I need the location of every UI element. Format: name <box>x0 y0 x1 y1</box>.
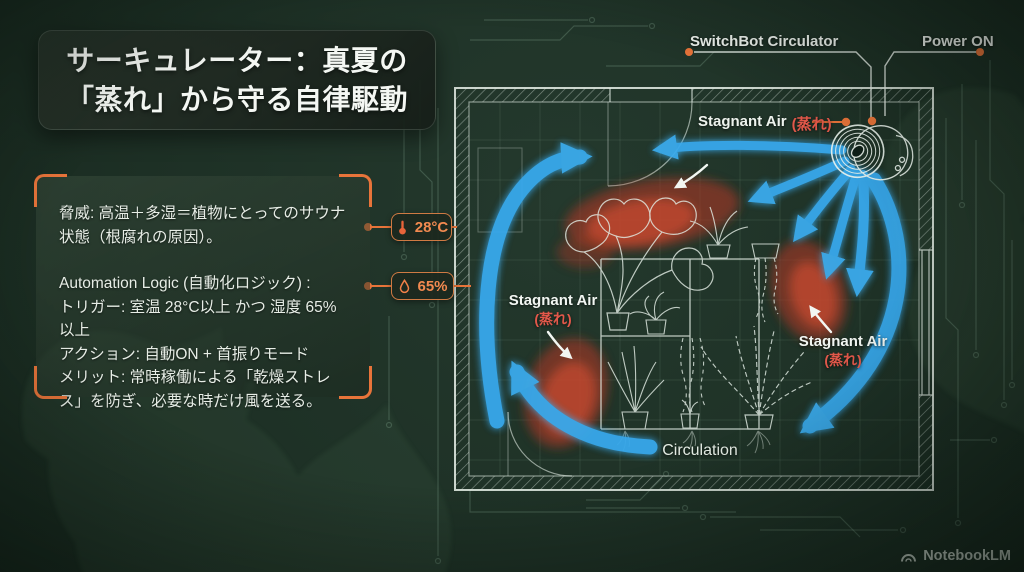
temperature-value: 28°C <box>414 218 449 236</box>
humidity-badge: 65% <box>391 272 454 300</box>
round-leaf-plant <box>629 291 681 335</box>
power-on-label: Power ON <box>922 33 994 50</box>
action-text: アクション: 自動ON + 首振りモード <box>59 345 310 363</box>
notebooklm-logo-icon <box>901 553 917 562</box>
pothos-vines <box>680 337 706 413</box>
logic-heading: Automation Logic (自動化ロジック) : <box>59 275 311 293</box>
stagnant-air-ja-text: (蒸れ) <box>791 116 832 133</box>
stagnant-air-text: Stagnant Air <box>698 113 787 130</box>
info-panel: 脅威: 高温＋多湿＝植物にとってのサウナ状態（根腐れの原因）。 Automati… <box>34 174 372 410</box>
circulation-label: Circulation <box>662 442 738 459</box>
fern-plant <box>700 325 813 430</box>
temperature-badge: 28°C <box>391 213 452 241</box>
stagnant-air-label-left: Stagnant Air (蒸れ) <box>509 292 598 328</box>
panel-corner-bracket <box>339 366 372 399</box>
panel-corner-bracket <box>34 366 67 399</box>
stagnant-air-ja-text: (蒸れ) <box>534 310 572 327</box>
droplet-icon <box>400 278 410 293</box>
airflow-stream <box>652 134 847 160</box>
threat-text: 脅威: 高温＋多湿＝植物にとってのサウナ状態（根腐れの原因）。 <box>59 205 346 246</box>
panel-corner-bracket <box>34 174 67 207</box>
connector-dot <box>841 117 851 127</box>
stagnant-air-ja-text: (蒸れ) <box>824 351 862 368</box>
stagnant-air-label-top: Stagnant Air (蒸れ) <box>698 113 832 134</box>
merit-text: メリット: 常時稼働による「乾燥ストレス」を防ぎ、必要な時だけ風を送る。 <box>59 369 331 410</box>
notebooklm-brand: NotebookLM <box>900 548 1011 564</box>
stagnant-air-text: Stagnant Air <box>798 333 888 350</box>
stagnant-air-label-right: Stagnant Air (蒸れ) <box>799 333 888 369</box>
trigger-text: トリガー: 室温 28°C以上 かつ 湿度 65%以上 <box>59 298 337 340</box>
panel-corner-bracket <box>339 174 372 207</box>
brand-text: NotebookLM <box>923 548 1011 564</box>
title-box: サーキュレーター：真夏の 「蒸れ」から守る自律駆動 <box>38 30 436 130</box>
connector-dot <box>867 116 877 126</box>
stagnant-air-text: Stagnant Air <box>508 292 598 309</box>
page-title-line2: 「蒸れ」から守る自律駆動 <box>65 84 408 115</box>
airflow-stream <box>845 170 874 298</box>
switchbot-circulator-label: SwitchBot Circulator <box>690 33 839 50</box>
humidity-value: 65% <box>417 277 448 295</box>
thermometer-icon <box>398 220 406 234</box>
page-title-line1: サーキュレーター：真夏の <box>66 44 408 76</box>
spiky-plant <box>607 345 665 430</box>
